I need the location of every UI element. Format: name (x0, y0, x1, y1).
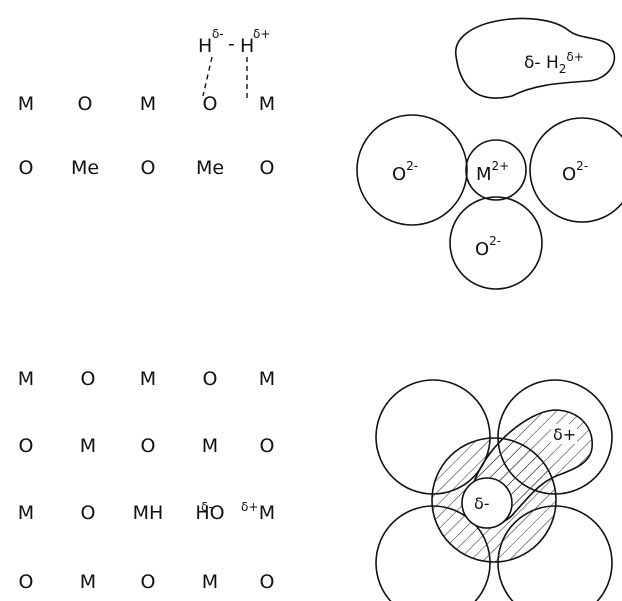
top-lattice-atom-r2-c1: O (19, 157, 34, 179)
ho-charge-plus: δ+ (241, 500, 258, 514)
bottom-lattice-atom-r4-c5: O (260, 571, 275, 593)
oxygen-sphere-left (356, 114, 468, 226)
bottom-lattice-atom-r2-c4: M (202, 435, 218, 457)
top-lattice-atom-r2-c3: O (141, 157, 156, 179)
bottom-lattice-atom-r1-c2: O (81, 368, 96, 390)
proton-charge-label: δ+ (553, 425, 576, 444)
h-left-charge: δ- (212, 27, 224, 41)
bottom-right-model: δ+ δ- (375, 379, 613, 601)
bottom-lattice-atom-r1-c4: O (203, 368, 218, 390)
hh-bond-dash: - (228, 33, 235, 55)
hydride-charge-label: δ- (474, 494, 490, 513)
bottom-lattice-atom-r3-c3: MH (133, 502, 164, 524)
dashed-bond-h-m (202, 56, 213, 97)
mh-charge-minus: δ- (201, 500, 213, 514)
bottom-left-rows: M O M O M O M O M O M O MH HO M O M O M O (18, 368, 275, 593)
h2-label: δ- H2δ+ (524, 50, 584, 76)
hydride-sphere (461, 477, 513, 529)
top-lattice-atom-r1-c4: O (203, 93, 218, 115)
top-lattice-atom-r1-c3: M (140, 93, 156, 115)
h-atom-left: H (198, 35, 212, 57)
bottom-lattice-atom-r4-c3: O (141, 571, 156, 593)
oxygen-left-label: O2- (392, 159, 418, 185)
bottom-lattice-atom-r4-c2: M (80, 571, 96, 593)
oxygen-sphere-bottom (449, 196, 543, 290)
bottom-left-lattice: M O M O M O M O M O M O MH HO M O M O M O δ- δ+ (18, 368, 275, 593)
h-right-charge: δ+ (253, 27, 270, 41)
top-lattice-atom-r2-c2: Me (71, 157, 99, 179)
bottom-lattice-atom-r3-c2: O (81, 502, 96, 524)
bottom-lattice-atom-r1-c5: M (259, 368, 275, 390)
bottom-lattice-atom-r2-c5: O (260, 435, 275, 457)
h2-molecule-outline (455, 17, 616, 99)
label-backdrop (551, 424, 577, 444)
top-right-model: δ- H2δ+ O2- O2- O2- M2+ (356, 17, 622, 290)
bottom-lattice-atom-r3-c4: HO (195, 502, 224, 524)
top-lattice-atom-r1-c2: O (78, 93, 93, 115)
top-left-lattice: H δ- - H δ+ M O M O M O Me O Me O (18, 27, 275, 179)
bottom-lattice-atom-r3-c1: M (18, 502, 34, 524)
metal-sphere (465, 139, 527, 201)
top-lattice-atom-r2-c4: Me (196, 157, 224, 179)
metal-label: M2+ (476, 159, 509, 185)
bottom-lattice-atom-r4-c4: M (202, 571, 218, 593)
top-left-rows: M O M O M O Me O Me O (18, 93, 275, 179)
bottom-lattice-atom-r3-c5: M (259, 502, 275, 524)
oxygen-sphere-right (529, 117, 622, 223)
oxygen-bottom-label: O2- (475, 234, 501, 260)
bottom-lattice-atom-r2-c1: O (19, 435, 34, 457)
top-lattice-atom-r2-c5: O (260, 157, 275, 179)
h-atom-right: H (240, 35, 254, 57)
bottom-lattice-atom-r4-c1: O (19, 571, 34, 593)
top-lattice-atom-r1-c5: M (259, 93, 275, 115)
bottom-lattice-atom-r1-c3: M (140, 368, 156, 390)
top-lattice-atom-r1-c1: M (18, 93, 34, 115)
bottom-lattice-atom-r2-c2: M (80, 435, 96, 457)
oxygen-right-label: O2- (562, 159, 588, 185)
bottom-lattice-atom-r1-c1: M (18, 368, 34, 390)
bottom-lattice-atom-r2-c3: O (141, 435, 156, 457)
